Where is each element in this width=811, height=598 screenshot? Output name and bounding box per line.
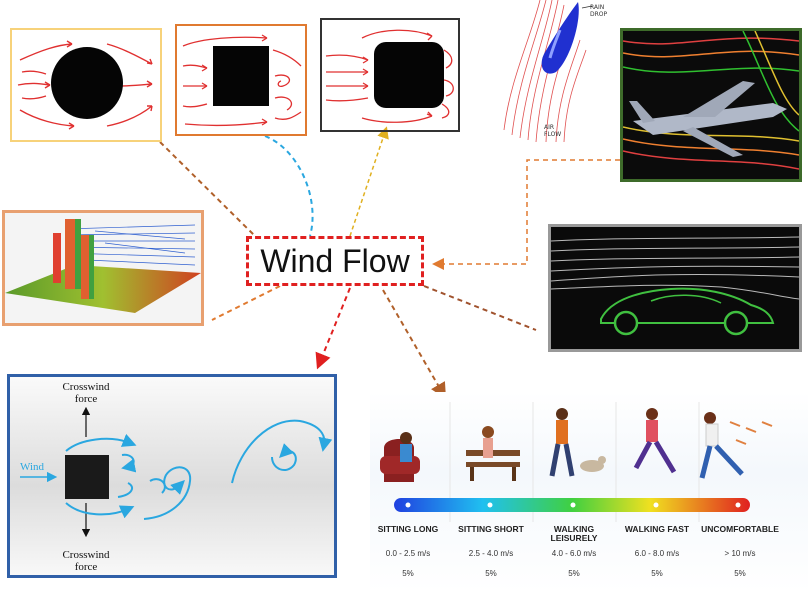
comfort-category-label: SITTING SHORT	[449, 525, 533, 534]
comfort-speed-label: 0.0 - 2.5 m/s	[370, 549, 450, 558]
comfort-percent-label: 5%	[370, 569, 450, 578]
title-box: Wind Flow	[246, 236, 424, 286]
crosswind-drawing	[10, 377, 334, 575]
comfort-category-label: WALKING FAST	[615, 525, 699, 534]
crosswind-top-label: Crosswind force	[56, 381, 116, 405]
comfort-percent-label: 5%	[449, 569, 533, 578]
comfort-speed-label: 6.0 - 8.0 m/s	[615, 549, 699, 558]
circle-flow-drawing	[12, 30, 160, 140]
rounded-square-flow-panel	[320, 18, 460, 132]
comfort-percent-label: 5%	[698, 569, 782, 578]
comfort-category-label: WALKING LEISURELY	[532, 525, 616, 543]
comfort-speed-label: > 10 m/s	[698, 549, 782, 558]
square-flow-drawing	[177, 26, 305, 134]
car-drawing	[551, 227, 799, 349]
page-title: Wind Flow	[260, 243, 409, 280]
airflow-label: AIR FLOW	[544, 124, 566, 138]
comfort-category-label: SITTING LONG	[370, 525, 450, 534]
car-flow-panel	[548, 224, 802, 352]
square-flow-panel	[175, 24, 307, 136]
comfort-scale-panel: SITTING LONG SITTING SHORT WALKING LEISU…	[370, 392, 808, 592]
comfort-speed-label: 4.0 - 6.0 m/s	[532, 549, 616, 558]
building-cfd-drawing	[5, 213, 201, 323]
comfort-percent-label: 5%	[615, 569, 699, 578]
wind-label: Wind	[20, 461, 44, 473]
raindrop-sketch: RAIN DROP AIR FLOW	[500, 0, 612, 150]
circle-flow-panel	[10, 28, 162, 142]
comfort-figures	[370, 392, 808, 592]
airplane-cfd-panel	[620, 28, 802, 182]
building-cfd-panel	[2, 210, 204, 326]
airplane-drawing	[623, 31, 799, 179]
comfort-percent-label: 5%	[532, 569, 616, 578]
comfort-category-label: UNCOMFORTABLE	[698, 525, 782, 534]
comfort-speed-label: 2.5 - 4.0 m/s	[449, 549, 533, 558]
crosswind-panel: Crosswind force Crosswind force Wind	[7, 374, 337, 578]
raindrop-label: RAIN DROP	[590, 4, 612, 18]
rounded-square-flow-drawing	[322, 20, 458, 130]
crosswind-bottom-label: Crosswind force	[56, 549, 116, 573]
